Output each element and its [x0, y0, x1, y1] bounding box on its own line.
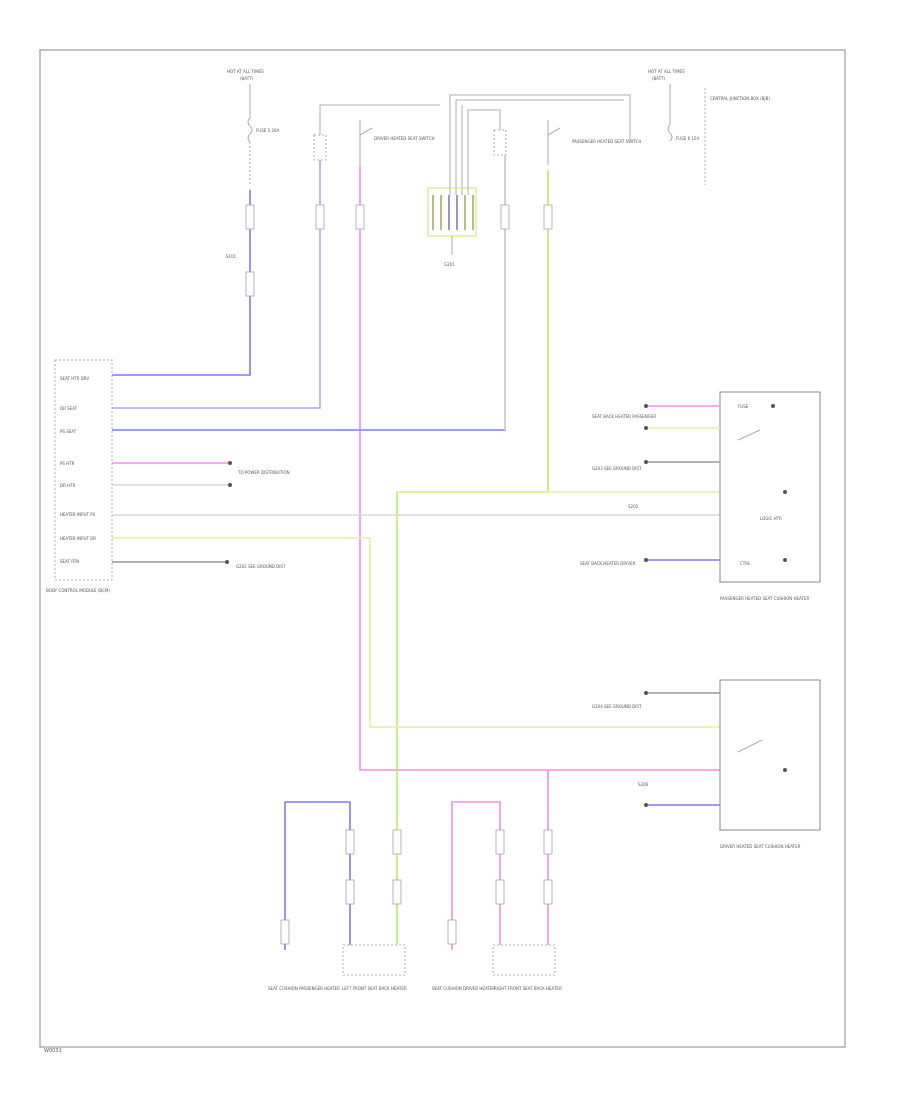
bcm-pin-3: PS SEAT	[60, 429, 77, 434]
wire-bottom-blue	[284, 801, 351, 950]
drv-module-dot-1	[783, 768, 787, 772]
module-fuse-label: FUSE	[738, 404, 749, 409]
bjb-bracket-1	[449, 94, 631, 195]
driver-switch-label: DRIVER HEATED SEAT SWITCH	[374, 136, 435, 141]
bcm-pin-6: HEATER INPUT PS	[60, 512, 96, 517]
drv-gray-end	[644, 691, 648, 695]
bcm-pin-7: HEATER INPUT DR	[60, 536, 96, 541]
seat-back-top-label: SEAT BACK HEATER PASSENGER	[592, 414, 656, 419]
bottom-module-right	[492, 944, 556, 976]
wire-pink-driver	[359, 165, 720, 771]
bcm-title: BODY CONTROL MODULE (BCM)	[46, 588, 110, 593]
footer-code: W0031	[44, 1048, 62, 1054]
splice-s101: S101	[226, 254, 237, 259]
hot-right-label: HOT AT ALL TIMES	[648, 69, 685, 74]
bottom-label-2: LEFT FRONT SEAT BACK HEATER	[342, 986, 407, 991]
bcm-pin-2: DR SEAT	[60, 406, 78, 411]
conn-blue-2	[245, 271, 255, 297]
wire-blue-ps	[112, 155, 506, 431]
fuse-right-symbol	[667, 124, 673, 142]
diagram-frame	[39, 49, 846, 1048]
drv-blue-end	[644, 803, 648, 807]
splice-block-pins	[432, 195, 474, 230]
module-logic-label: LOGIC HTR	[760, 516, 782, 521]
conn-green-1	[543, 204, 553, 230]
conn-blue-1	[245, 204, 255, 230]
ps-pink-end	[644, 404, 648, 408]
conn-white-1	[500, 204, 510, 230]
bcm-pin-4: PS HTR	[60, 461, 75, 466]
ps-module-dot-1	[771, 404, 775, 408]
stub-white-end	[228, 483, 232, 487]
hot-left-sub: (BATT)	[240, 76, 254, 81]
seat-back-bottom-label: SEAT BACK HEATER DRIVER	[580, 561, 636, 566]
hot-left-label: HOT AT ALL TIMES	[227, 69, 264, 74]
conn-purple-1	[315, 204, 325, 230]
bottom-module-left	[342, 944, 406, 976]
splice-label: G201	[444, 262, 455, 267]
ps-module-dot-2	[783, 490, 787, 494]
ps-gray-end	[644, 460, 648, 464]
bottom-connectors	[280, 829, 553, 945]
passenger-module-label: PASSENGER HEATED SEAT CUSHION HEATER	[720, 596, 809, 601]
bjb-bracket-4	[467, 109, 501, 195]
ps-blue-end	[644, 558, 648, 562]
driver-module-box	[719, 679, 821, 831]
bcm-pin-5: DR HTR	[60, 483, 76, 488]
fuse-left-symbol	[247, 117, 253, 143]
wire-bottom-pink	[451, 801, 501, 950]
bcm-pin-1: SEAT HTR DRV	[60, 376, 89, 381]
drv-module-switch	[737, 739, 763, 753]
bjb-label: CENTRAL JUNCTION BOX (BJB)	[710, 96, 770, 101]
passenger-module-box	[719, 391, 821, 583]
ps-module-switch	[737, 429, 761, 441]
driver-switch-bracket	[319, 104, 440, 135]
driver-switch-contact	[359, 127, 373, 136]
splice-block	[427, 187, 477, 237]
bottom-label-3: SEAT CUSHION DRIVER HEATER	[432, 986, 495, 991]
wire-blue-bcm	[112, 190, 251, 376]
bjb-bracket-2	[455, 99, 624, 195]
stub-gray-end	[225, 560, 229, 564]
ps-module-dot-3	[783, 558, 787, 562]
hot-right-sub: (BATT)	[652, 76, 666, 81]
ground-dist-1: G203 SEE GROUND DIST	[592, 466, 642, 471]
passenger-switch-body	[493, 129, 507, 156]
module-ctrl-label: CTRL	[740, 561, 751, 566]
stub-pink-end	[228, 461, 232, 465]
driver-switch-body	[313, 134, 327, 161]
splice-s205: S205	[628, 504, 639, 509]
splice-s206: S206	[638, 782, 649, 787]
passenger-switch-label: PASSENGER HEATED SEAT SWITCH	[572, 139, 641, 144]
bottom-label-1: SEAT CUSHION PASSENGER HEATER	[268, 986, 340, 991]
ps-yellow-end	[644, 426, 648, 430]
wire-yellow-driver	[112, 537, 720, 728]
driver-module-label: DRIVER HEATED SEAT CUSHION HEATER	[720, 844, 801, 849]
ground-dist-2: G204 SEE GROUND DIST	[592, 704, 642, 709]
to-power-dist: TO POWER DISTRIBUTION	[237, 470, 290, 475]
wire-green-main	[396, 170, 549, 945]
passenger-switch-contact	[547, 127, 561, 136]
bcm-pin-8: SEAT RTN	[60, 559, 79, 564]
bcm-block	[54, 359, 113, 581]
ground-g202: G202 SEE GROUND DIST	[236, 564, 286, 569]
wire-purple-bcm	[112, 160, 321, 409]
fuse-left-label: FUSE 5 20A	[256, 128, 279, 133]
conn-pink-1	[355, 204, 365, 230]
fuse-right-label: FUSE 6 15A	[676, 136, 699, 141]
bottom-label-4: RIGHT FRONT SEAT BACK HEATER	[494, 986, 562, 991]
